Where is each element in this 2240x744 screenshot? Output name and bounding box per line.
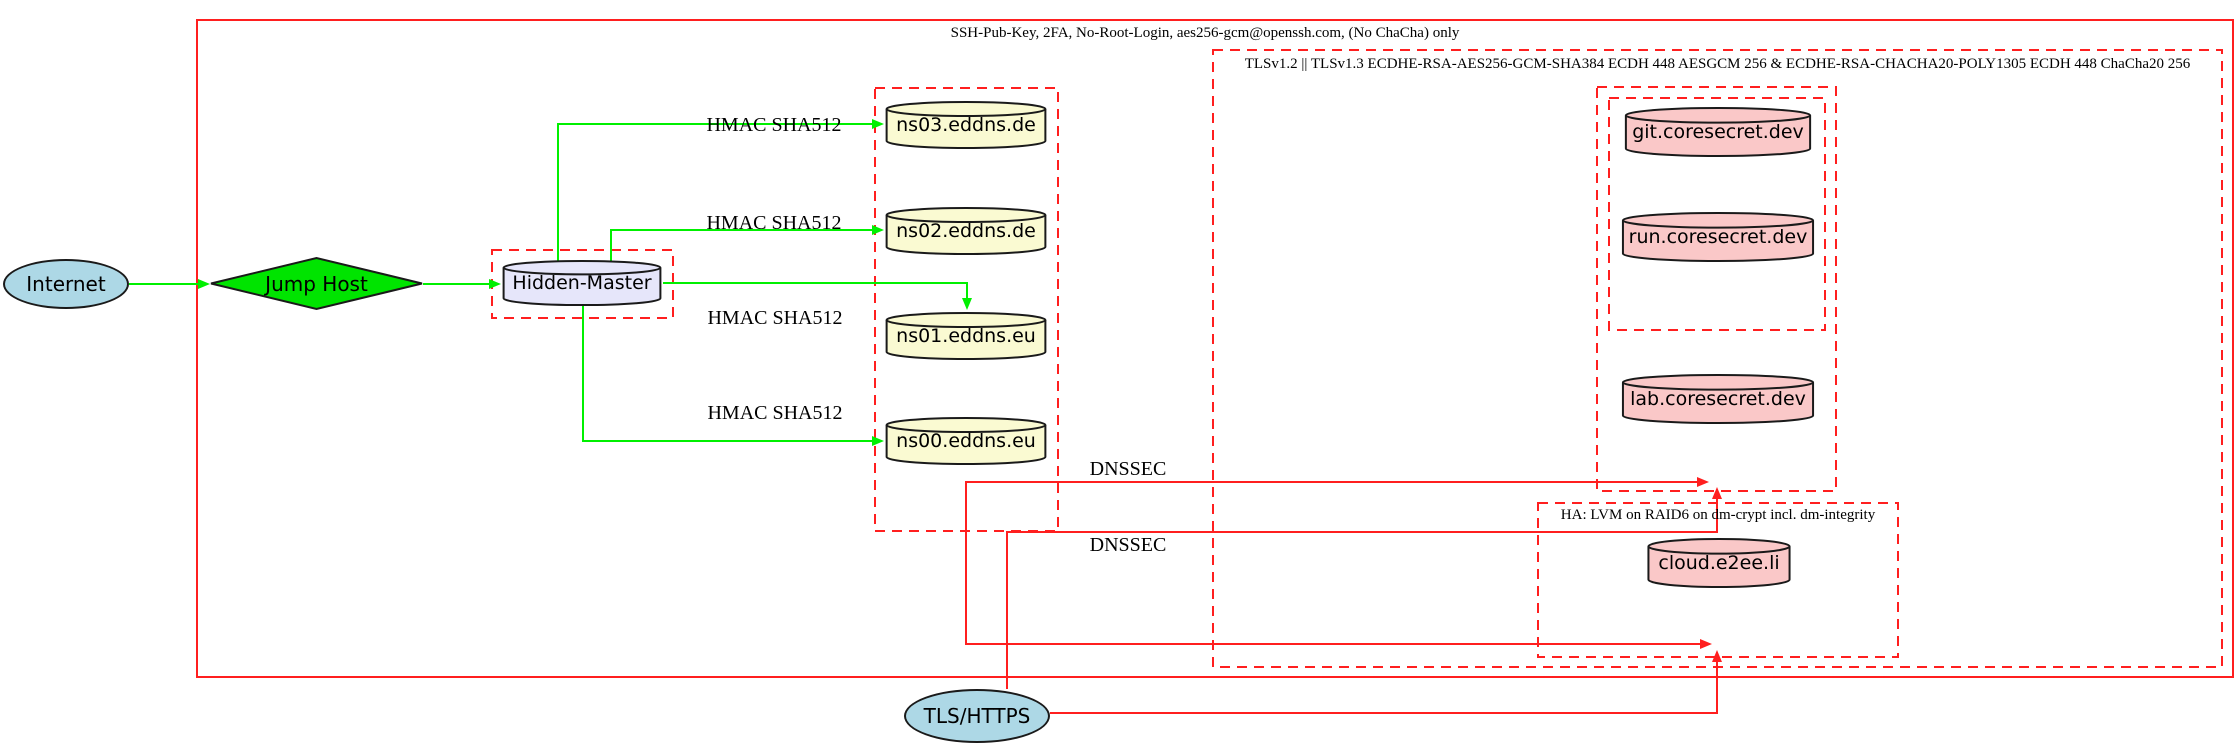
edge-dnssec-nameservers-to-coresecret-and-ha — [965, 477, 1712, 649]
node-git-label: git.coresecret.dev — [1632, 121, 1804, 143]
edge-internet-to-jumphost — [129, 279, 210, 289]
node-jump-host-label: Jump Host — [265, 271, 368, 296]
node-ns01-label: ns01.eddns.eu — [896, 325, 1036, 347]
cylinder-shape — [502, 260, 662, 306]
node-ns03-label: ns03.eddns.de — [896, 114, 1036, 136]
edge-hiddenmaster-to-ns00 — [582, 305, 884, 446]
node-run-coresecret: run.coresecret.dev — [1621, 212, 1815, 262]
ssh-perimeter-box — [196, 19, 2234, 678]
node-tls-https-label: TLS/HTTPS — [923, 704, 1031, 728]
edge-label-hmac-sha512-2: HMAC SHA512 — [706, 212, 842, 234]
tls-cluster-label: TLSv1.2 || TLSv1.3 ECDHE-RSA-AES256-GCM-… — [1244, 56, 2191, 72]
cylinder-shape — [1621, 212, 1815, 262]
cylinder-shape — [1621, 374, 1815, 424]
cylinder-shape — [1624, 107, 1812, 157]
node-internet-label: Internet — [26, 272, 106, 296]
node-lab-coresecret: lab.coresecret.dev — [1621, 374, 1815, 424]
node-ns01: ns01.eddns.eu — [885, 312, 1047, 360]
edge-jumphost-to-hiddenmaster — [423, 279, 501, 289]
node-lab-label: lab.coresecret.dev — [1630, 388, 1806, 410]
node-ns00: ns00.eddns.eu — [885, 417, 1047, 465]
edge-hiddenmaster-to-ns02 — [610, 225, 884, 264]
edge-label-dnssec-2: DNSSEC — [1089, 534, 1167, 556]
node-internet: Internet — [3, 259, 129, 309]
cylinder-shape — [885, 101, 1047, 149]
node-hidden-master-label: Hidden-Master — [512, 272, 652, 294]
node-cloud-label: cloud.e2ee.li — [1658, 552, 1780, 574]
coresecret-outer-cluster-box — [1596, 86, 1837, 492]
coresecret-inner-cluster-box — [1608, 97, 1826, 331]
cylinder-shape — [1647, 538, 1791, 588]
node-ns00-label: ns00.eddns.eu — [896, 430, 1036, 452]
node-ns02-label: ns02.eddns.de — [896, 220, 1036, 242]
ssh-cluster-label: SSH-Pub-Key, 2FA, No-Root-Login, aes256-… — [950, 25, 1460, 41]
cylinder-shape — [885, 207, 1047, 255]
ha-cluster-label: HA: LVM on RAID6 on dm-crypt incl. dm-in… — [1560, 507, 1876, 523]
edge-hiddenmaster-to-ns01 — [663, 282, 972, 310]
edge-tlshttps-to-coresecret — [1006, 487, 1722, 689]
edge-label-hmac-sha512-4: HMAC SHA512 — [707, 402, 843, 424]
node-hidden-master: Hidden-Master — [502, 260, 662, 306]
cylinder-shape — [885, 417, 1047, 465]
node-run-label: run.coresecret.dev — [1628, 226, 1808, 248]
edge-tlshttps-to-ha — [1050, 650, 1722, 714]
node-ns02: ns02.eddns.de — [885, 207, 1047, 255]
edge-hiddenmaster-to-ns03 — [557, 119, 884, 264]
diamond-shape — [210, 257, 423, 310]
edge-label-hmac-sha512-1: HMAC SHA512 — [706, 114, 842, 136]
edge-label-hmac-sha512-3: HMAC SHA512 — [707, 307, 843, 329]
node-cloud-e2ee: cloud.e2ee.li — [1647, 538, 1791, 588]
node-tls-https: TLS/HTTPS — [904, 689, 1050, 743]
node-ns03: ns03.eddns.de — [885, 101, 1047, 149]
node-git-coresecret: git.coresecret.dev — [1624, 107, 1812, 157]
cylinder-shape — [885, 312, 1047, 360]
edge-label-dnssec-1: DNSSEC — [1089, 458, 1167, 480]
node-jump-host: Jump Host — [210, 257, 423, 310]
